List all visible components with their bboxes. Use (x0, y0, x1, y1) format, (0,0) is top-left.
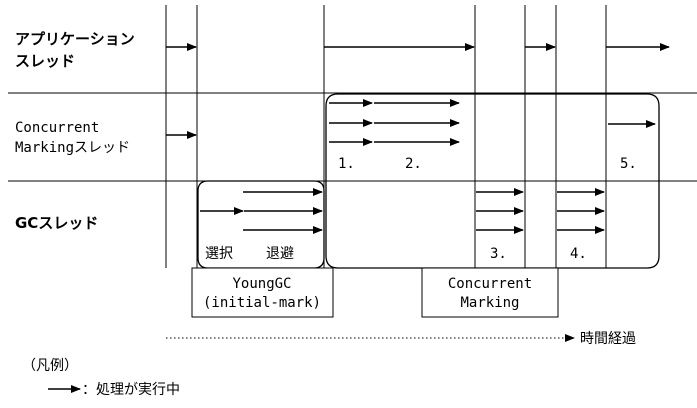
cm-thread-label-2: Markingスレッド (15, 140, 130, 156)
gc-thread-label: GCスレッド (15, 214, 98, 232)
concurrent-group-outline (325, 93, 660, 269)
time-axis-label: 時間経過 (580, 331, 636, 347)
legend-description: ：処理が実行中 (82, 382, 180, 398)
concurrent-marking-phase-box (421, 267, 559, 318)
select-label: 選択 (205, 246, 233, 262)
young-gc-phase-line1: YoungGC (232, 276, 291, 292)
app-thread-label-2: スレッド (15, 52, 75, 70)
app-thread-label-1: アプリケーション (15, 30, 135, 48)
step-5-label: 5. (620, 156, 637, 172)
young-gc-phase-line2: (initial-mark) (203, 295, 321, 311)
step-4-label: 4. (570, 246, 587, 262)
cm-phase-line2: Marking (460, 295, 519, 311)
legend-title: （凡例） (22, 358, 78, 374)
cm-phase-line1: Concurrent (448, 276, 532, 292)
step-3-label: 3. (490, 246, 507, 262)
evacuate-label: 退避 (266, 246, 294, 262)
young-gc-phase-box (191, 267, 334, 318)
step-2-label: 2. (405, 156, 422, 172)
step-1-label: 1. (338, 156, 355, 172)
cm-thread-label-1: Concurrent (15, 120, 99, 136)
